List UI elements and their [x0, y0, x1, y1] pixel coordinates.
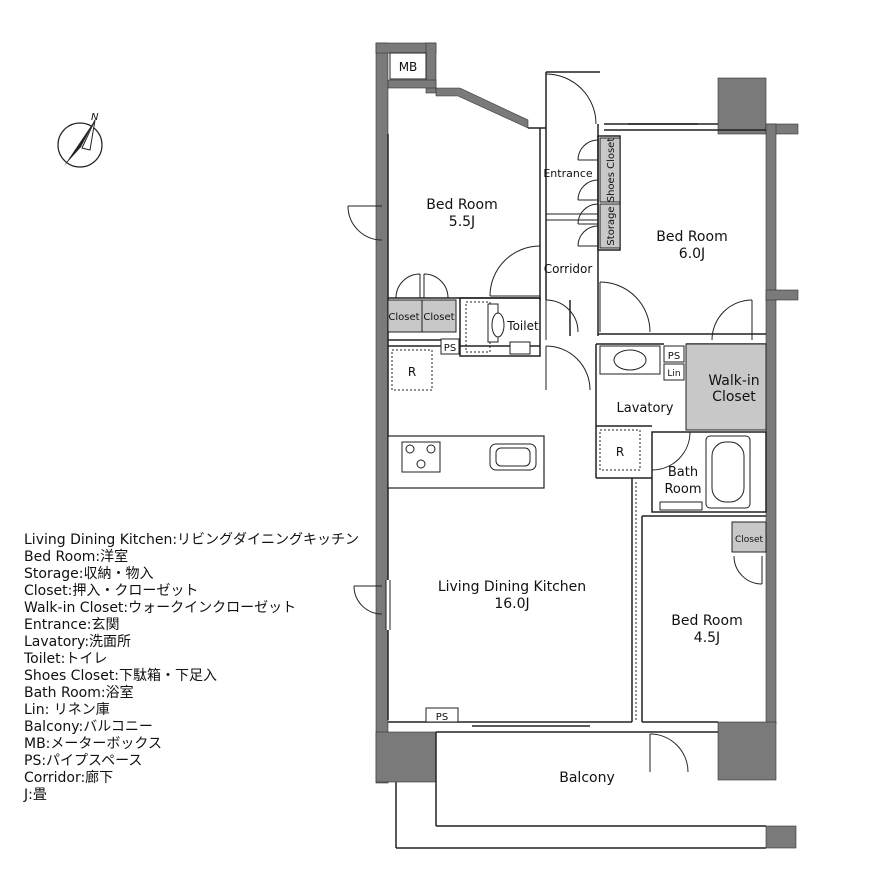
stove-burners-icon: [405, 444, 436, 469]
ps-toilet-label: PS: [444, 343, 456, 354]
lavatory-label: Lavatory: [617, 401, 674, 416]
ldk-partition-windows: [385, 482, 637, 720]
mb-box: [389, 52, 427, 80]
bed2-size: 6.0J: [679, 246, 705, 262]
toilet-fixture-icon: [465, 301, 531, 355]
legend-item: Storage:収納・物入: [24, 566, 154, 582]
exterior-walls: [375, 42, 799, 849]
entrance-label: Entrance: [543, 167, 593, 180]
fridge-lav-label: R: [616, 445, 624, 459]
mb-label: MB: [399, 60, 418, 74]
bed1-size: 5.5J: [449, 214, 475, 230]
legend-item: Bath Room:浴室: [24, 685, 134, 701]
interior-walls: [387, 71, 767, 849]
legend-item: MB:メーターボックス: [24, 736, 162, 752]
ps-toilet-box: [440, 338, 460, 355]
walkin-label-line2: Closet: [712, 389, 756, 405]
legend-item: Living Dining Kitchen:リビングダイニングキッチン: [24, 532, 360, 548]
closet-a-label: Closet: [388, 312, 419, 323]
corridor-label: Corridor: [544, 262, 593, 276]
ldk-name: Living Dining Kitchen: [438, 579, 586, 595]
lin-label: Lin: [667, 369, 680, 379]
legend-item: Shoes Closet:下駄箱・下足入: [24, 668, 218, 684]
ps-ldk-box: [425, 707, 459, 723]
closet-b-label: Closet: [423, 312, 454, 323]
bathtub-icon: [659, 435, 751, 511]
legend-item: Bed Room:洋室: [24, 549, 129, 565]
toilet-label: Toilet: [506, 319, 539, 333]
closet-c-label: Closet: [735, 535, 764, 545]
legend-item: J:畳: [24, 787, 47, 803]
legend-item: Corridor:廊下: [24, 770, 114, 786]
balcony-label: Balcony: [559, 770, 615, 786]
bed3-name: Bed Room: [671, 613, 742, 629]
legend-item: Toilet:トイレ: [24, 651, 108, 667]
bath-label-line2: Room: [664, 482, 701, 497]
kitchen-sink-icon: [489, 443, 537, 471]
shoes-closet-label: Shoes Closet: [606, 138, 617, 203]
bath-label-line1: Bath: [668, 465, 698, 480]
ldk-size: 16.0J: [494, 596, 529, 612]
bed3-size: 4.5J: [694, 630, 720, 646]
fridge-ldk-label: R: [408, 365, 416, 379]
lin-box: [663, 363, 685, 381]
legend-item: Entrance:玄関: [24, 617, 120, 633]
door-swings: [347, 73, 763, 773]
legend-item: Lin: リネン庫: [24, 702, 110, 718]
bed1-name: Bed Room: [426, 197, 497, 213]
legend-item: Balcony:バルコニー: [24, 719, 153, 735]
walkin-label-line1: Walk-in: [708, 373, 759, 389]
ps-ldk-label: PS: [436, 712, 448, 723]
storage-fills: [387, 137, 767, 553]
storage-label: Storage: [606, 206, 617, 245]
bed2-name: Bed Room: [656, 229, 727, 245]
compass-label: N: [91, 112, 99, 123]
legend-item: Closet:押入・クローゼット: [24, 583, 199, 599]
legend-item: PS:パイプスペース: [24, 753, 143, 769]
ps-lavatory-label: PS: [668, 351, 680, 362]
fridge-lav-box: [599, 429, 641, 471]
fridge-ldk-box: [391, 349, 433, 391]
legend-item: Lavatory:洗面所: [24, 634, 132, 650]
washbasin-icon: [599, 345, 661, 375]
ps-lavatory-box: [663, 345, 685, 363]
north-compass-icon: N: [57, 112, 103, 168]
legend-item: Walk-in Closet:ウォークインクローゼット: [24, 600, 297, 616]
